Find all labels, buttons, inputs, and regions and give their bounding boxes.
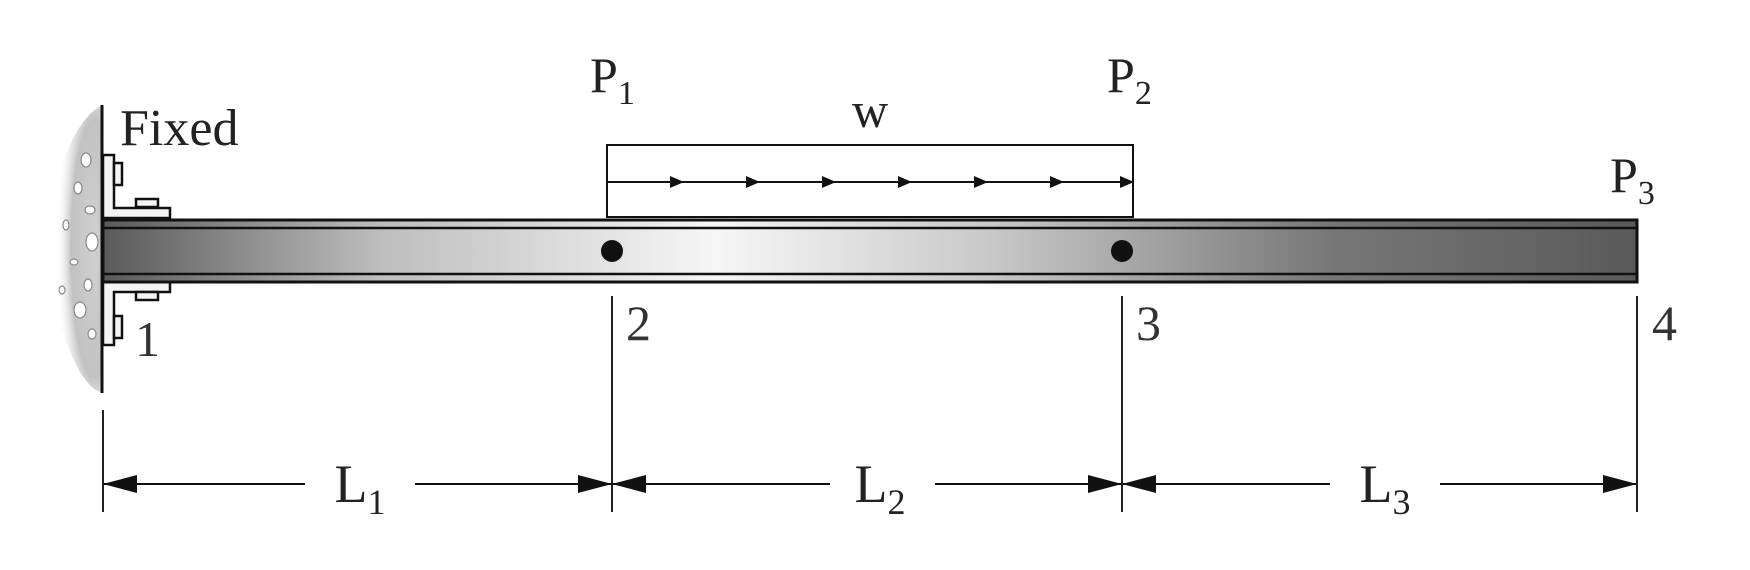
load-p1-sub: 1: [618, 75, 635, 112]
dimension-l3: L3: [1122, 454, 1637, 522]
fixed-support: [50, 105, 172, 393]
distributed-load-label: w: [852, 82, 888, 138]
load-p1-base: P: [590, 47, 618, 103]
beam-body: [101, 218, 1639, 284]
wall-aggregate: [58, 152, 99, 340]
load-p3-sub: 3: [1638, 175, 1655, 212]
node-3-point: [1111, 240, 1133, 262]
node-1-label: 1: [135, 311, 160, 367]
load-p2-base: P: [1107, 47, 1135, 103]
wall-concrete: [50, 105, 102, 392]
dimension-l2-label: L2: [855, 454, 906, 522]
load-p1-label: P1: [590, 47, 635, 112]
load-p2-sub: 2: [1135, 75, 1152, 112]
load-p3-label: P3: [1610, 147, 1655, 212]
upper-bracket: [101, 153, 172, 220]
node-2-label: 2: [626, 295, 651, 351]
node-4-label: 4: [1652, 295, 1677, 351]
node-2-point: [601, 240, 623, 262]
beam: [101, 218, 1639, 284]
load-p3-base: P: [1610, 147, 1638, 203]
dimension-l3-label: L3: [1360, 454, 1411, 522]
distributed-load: w: [606, 82, 1134, 218]
node-3-label: 3: [1136, 295, 1161, 351]
dimension-l2: L2: [612, 454, 1122, 522]
dimension-l1: L1: [103, 454, 612, 522]
fixed-label: Fixed: [120, 100, 238, 157]
load-p2-label: P2: [1107, 47, 1152, 112]
dimension-l1-label: L1: [335, 454, 386, 522]
